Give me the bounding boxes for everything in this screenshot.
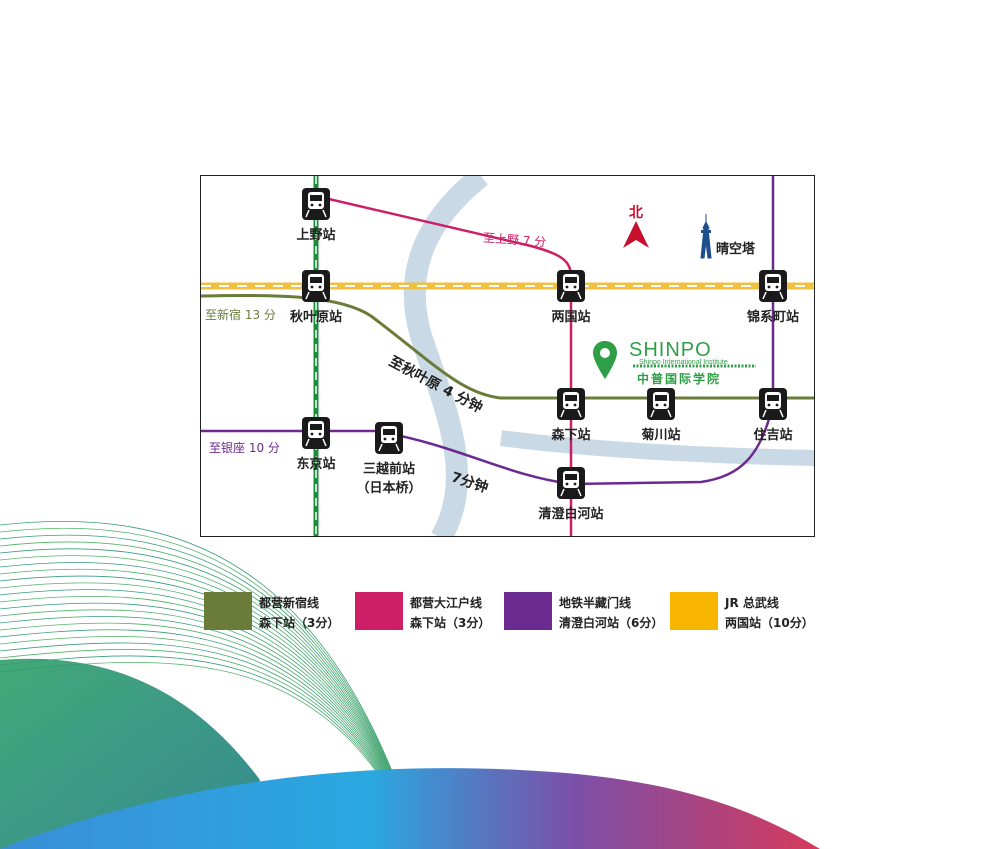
station-label-mitsukoshimae: 三越前站 bbox=[362, 462, 416, 477]
legend-line-name: 都营新宿线 bbox=[259, 596, 320, 610]
legend-station: 森下站（3分） bbox=[259, 616, 340, 630]
station-label-kiyosumi: 清澄白河站 bbox=[538, 507, 604, 522]
background-contour-line bbox=[0, 527, 421, 849]
legend-station: 两国站（10分） bbox=[725, 616, 814, 630]
note-to-ginza: 至银座 10 分 bbox=[209, 441, 280, 455]
background-contour-line bbox=[0, 629, 421, 849]
legend-line-name: 地铁半藏门线 bbox=[559, 596, 632, 610]
legend-line-name: JR 总武线 bbox=[725, 596, 779, 610]
station-label-ueno: 上野站 bbox=[296, 228, 336, 243]
shinjuku-line bbox=[201, 293, 814, 400]
station-label-sumiyoshi: 住吉站 bbox=[753, 428, 793, 443]
station-icon-mitsukoshimae bbox=[374, 421, 404, 455]
station-icon-tokyo bbox=[301, 416, 331, 450]
station-label-akihabara: 秋叶原站 bbox=[289, 310, 343, 325]
legend-station: 森下站（3分） bbox=[410, 616, 491, 630]
river-canal bbox=[499, 430, 814, 466]
river-sumida bbox=[403, 176, 488, 536]
background-contour-line bbox=[0, 609, 421, 849]
station-label-ryogoku: 两国站 bbox=[551, 310, 591, 325]
station-icon-kiyosumi bbox=[556, 466, 586, 500]
logo-brand: SHINPO bbox=[629, 339, 712, 361]
logo-tagline: Shinpo International Institute bbox=[639, 359, 728, 366]
station-label-morishita: 森下站 bbox=[551, 428, 591, 443]
legend-swatch bbox=[204, 592, 252, 630]
station-icon-morishita bbox=[556, 387, 586, 421]
legend-swatch bbox=[670, 592, 718, 630]
background-contour-line bbox=[0, 616, 421, 849]
skytree-tower-icon bbox=[700, 214, 712, 259]
background-contour-line bbox=[0, 520, 421, 849]
compass-north-label: 北 bbox=[629, 205, 643, 221]
station-icon-sumiyoshi bbox=[758, 387, 788, 421]
background-contour-line bbox=[0, 635, 421, 849]
station-label-tokyo: 东京站 bbox=[296, 457, 336, 472]
station-label-kikukawa: 菊川站 bbox=[641, 428, 681, 443]
hanzomon-line bbox=[201, 176, 775, 486]
station-icon-ryogoku bbox=[556, 269, 586, 303]
station-sublabel-mitsukoshimae: （日本桥） bbox=[356, 481, 422, 496]
station-icon-akihabara bbox=[301, 269, 331, 303]
station-label-kinshicho: 锦系町站 bbox=[746, 310, 800, 325]
logo-name-cn: 中普国际学院 bbox=[637, 372, 722, 386]
north-arrow-icon bbox=[623, 221, 649, 248]
background-contour-line bbox=[0, 548, 421, 849]
station-icon-kikukawa bbox=[646, 387, 676, 421]
station-icon-kinshicho bbox=[758, 269, 788, 303]
legend-station: 清澄白河站（6分） bbox=[559, 616, 664, 630]
legend-swatch bbox=[355, 592, 403, 630]
note-to-shinjuku: 至新宿 13 分 bbox=[205, 308, 276, 322]
background-contour-line bbox=[0, 622, 421, 849]
access-map: 上野站秋叶原站 两国站 锦系町站东京站 三越前站 （日本桥） 森下站 菊川站 住吉站清澄白河站… bbox=[200, 175, 815, 537]
skytree-label: 晴空塔 bbox=[716, 242, 756, 257]
background-contour-line bbox=[0, 602, 421, 849]
legend-line-name: 都营大江户线 bbox=[410, 596, 483, 610]
background-contour-line bbox=[0, 534, 421, 849]
background-contour-line bbox=[0, 541, 421, 849]
legend-swatch bbox=[504, 592, 552, 630]
map-pin-icon bbox=[593, 341, 617, 379]
station-icon-ueno bbox=[301, 187, 331, 221]
